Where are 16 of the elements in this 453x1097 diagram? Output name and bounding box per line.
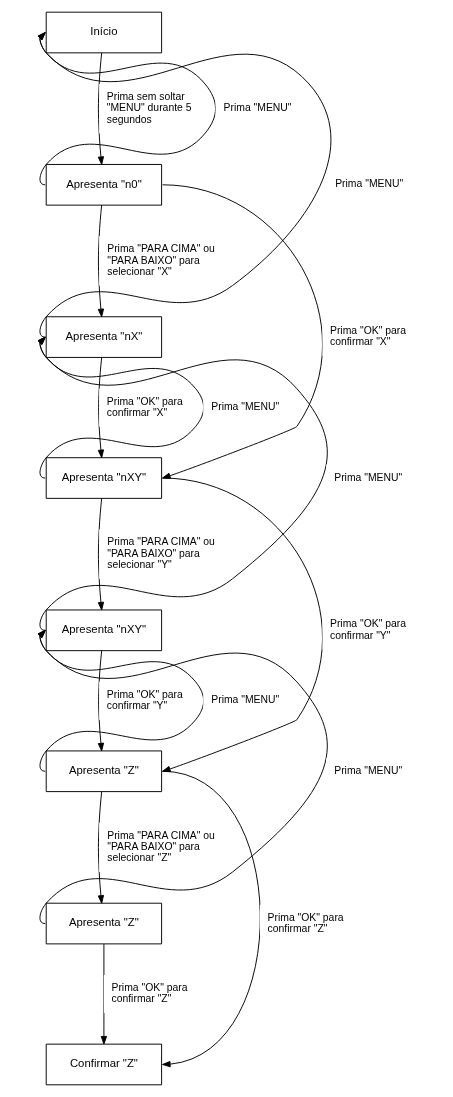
edge-label: Prima "MENU" bbox=[211, 694, 280, 706]
edge-label: Prima "PARA CIMA" ou "PARA BAIXO" para selecionar "Z" bbox=[107, 829, 215, 864]
edge-label: Prima "OK" para confirmar "Y" bbox=[106, 688, 183, 712]
edge-label: Prima "OK" para confirmar "Y" bbox=[329, 618, 407, 641]
edge-label: Prima "MENU" bbox=[334, 471, 403, 483]
edge-label: Prima sem soltar "MENU" durante 5 segundos bbox=[106, 90, 192, 125]
edge-label: Prima "PARA CIMA" ou "PARA BAIXO" para selecionar "Y" bbox=[107, 536, 215, 571]
edge-label: Prima "MENU" bbox=[334, 764, 403, 776]
edge-label: Prima "PARA CIMA" ou "PARA BAIXO" para selecionar "X" bbox=[107, 243, 215, 277]
edge-label: Prima "OK" para confirmar "Z" bbox=[111, 981, 188, 1005]
edge-label: Prima "MENU" bbox=[223, 102, 292, 114]
edge-label: Prima "OK" para confirmar "X" bbox=[106, 395, 183, 418]
edge-label: Prima "MENU" bbox=[211, 401, 280, 413]
edge-label: Prima "MENU" bbox=[335, 178, 404, 190]
edge-label: Prima "OK" para confirmar "X" bbox=[329, 325, 407, 348]
edge-label: Prima "OK" para confirmar "Z" bbox=[267, 911, 344, 934]
